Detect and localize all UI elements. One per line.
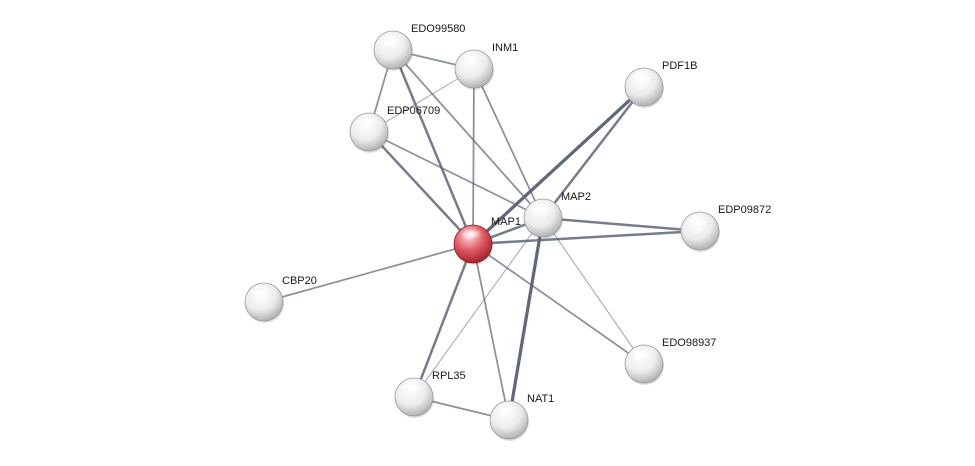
node-label-map2: MAP2 bbox=[561, 191, 591, 203]
edge-pdf1b-map2 bbox=[541, 85, 646, 220]
node-label-edp06709: EDP06709 bbox=[387, 105, 440, 117]
node-label-inm1: INM1 bbox=[492, 42, 518, 54]
edge-map2-rpl35 bbox=[413, 217, 544, 398]
node-label-map1: MAP1 bbox=[491, 216, 521, 228]
node-label-edo99580: EDO99580 bbox=[411, 23, 465, 35]
node-highlight bbox=[461, 53, 483, 65]
node-edo99580[interactable]: EDO99580 bbox=[373, 23, 465, 71]
edge-pdf1b-map1 bbox=[471, 85, 646, 246]
edge-map1-edo98937 bbox=[472, 243, 645, 365]
node-highlight bbox=[631, 348, 653, 360]
node-nat1[interactable]: NAT1 bbox=[489, 393, 554, 441]
node-label-cbp20: CBP20 bbox=[282, 275, 317, 287]
node-highlight bbox=[530, 202, 552, 214]
edge-edp06709-map1 bbox=[367, 130, 475, 246]
node-edo98937[interactable]: EDO98937 bbox=[624, 337, 716, 385]
node-inm1[interactable]: INM1 bbox=[454, 42, 518, 90]
node-pdf1b[interactable]: PDF1B bbox=[624, 60, 697, 108]
edge-inm1-map2 bbox=[473, 68, 544, 219]
node-highlight bbox=[401, 381, 423, 393]
node-highlight bbox=[251, 286, 273, 298]
node-cbp20[interactable]: CBP20 bbox=[244, 275, 317, 323]
edge-map1-cbp20 bbox=[263, 243, 474, 303]
node-highlight bbox=[380, 34, 402, 46]
edge-edp06709-map2 bbox=[368, 131, 544, 219]
node-highlight bbox=[460, 228, 482, 240]
edge-map2-nat1 bbox=[507, 216, 545, 422]
node-rpl35[interactable]: RPL35 bbox=[394, 370, 466, 418]
edge-map1-edp09872 bbox=[471, 229, 702, 246]
node-highlight bbox=[356, 116, 378, 128]
node-edp09872[interactable]: EDP09872 bbox=[680, 204, 771, 252]
edge-map1-nat1 bbox=[472, 243, 510, 421]
node-highlight bbox=[631, 71, 653, 83]
node-label-nat1: NAT1 bbox=[527, 393, 554, 405]
node-map2[interactable]: MAP2 bbox=[523, 191, 591, 239]
node-label-edp09872: EDP09872 bbox=[718, 204, 771, 216]
edge-map1-rpl35 bbox=[412, 242, 475, 399]
edge-map2-edp09872 bbox=[541, 216, 702, 233]
edge-edo99580-map1 bbox=[391, 48, 475, 246]
edge-inm1-edp06709 bbox=[368, 68, 475, 133]
node-highlight bbox=[687, 215, 709, 227]
node-edp06709[interactable]: EDP06709 bbox=[349, 105, 440, 153]
node-label-pdf1b: PDF1B bbox=[662, 60, 697, 72]
edge-map2-edo98937 bbox=[542, 217, 645, 365]
node-highlight bbox=[496, 404, 518, 416]
node-map1[interactable]: MAP1 bbox=[453, 216, 521, 265]
edge-inm1-map1 bbox=[472, 68, 475, 245]
edge-edo99580-map2 bbox=[392, 49, 544, 219]
node-label-rpl35: RPL35 bbox=[432, 370, 466, 382]
node-label-edo98937: EDO98937 bbox=[662, 337, 716, 349]
